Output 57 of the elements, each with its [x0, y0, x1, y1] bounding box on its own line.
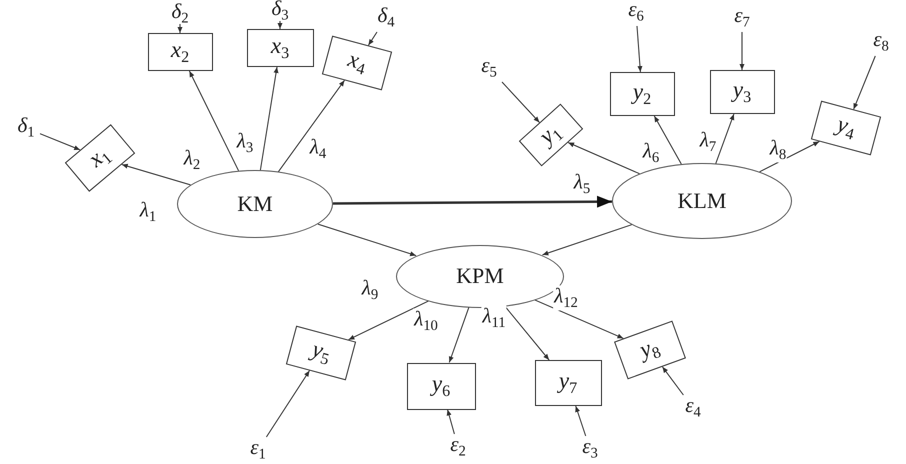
- arrow: [278, 80, 345, 172]
- error-term-label: ε$_{6}$: [628, 0, 644, 25]
- arrow: [662, 366, 684, 396]
- indicator-name: y$_{7}$: [558, 369, 578, 397]
- indicator-box: [406, 362, 476, 410]
- indicator-name: y$_{2}$: [632, 80, 652, 108]
- indicator-name: y$_{6}$: [432, 372, 450, 400]
- arrow: [40, 133, 81, 150]
- indicator-box: [246, 29, 314, 67]
- edge-label: λ$_{12}$: [553, 285, 579, 311]
- error-term-label: ε$_{5}$: [481, 55, 497, 81]
- arrow: [740, 32, 744, 70]
- arrow: [502, 82, 540, 123]
- error-term-label: δ$_{4}$: [377, 5, 395, 31]
- arrow: [715, 114, 734, 164]
- arrow: [121, 164, 191, 186]
- indicator-box: [148, 33, 212, 71]
- indicator-name: y$_{3}$: [732, 78, 752, 106]
- arrow: [654, 116, 682, 164]
- error-term-label: δ$_{1}$: [17, 115, 35, 141]
- arrow: [260, 66, 279, 171]
- error-term-label: ε$_{4}$: [685, 395, 701, 421]
- variable-name: KM: [237, 193, 273, 215]
- arrow: [188, 70, 240, 172]
- arrow: [542, 224, 632, 256]
- arrow: [534, 299, 624, 339]
- error-term-label: ε$_{1}$: [250, 437, 266, 463]
- variable-name: KPM: [456, 265, 504, 287]
- arrow: [448, 306, 470, 363]
- indicator-box: [610, 72, 674, 116]
- indicator-name: y$_{8}$: [636, 334, 664, 365]
- arrow: [368, 32, 378, 46]
- indicator-box: [710, 70, 774, 114]
- arrow: [636, 26, 642, 72]
- arrow: [853, 56, 876, 110]
- arrow: [759, 141, 820, 172]
- error-term-label: ε$_{7}$: [734, 5, 750, 31]
- arrow: [348, 300, 430, 340]
- arrow: [575, 406, 586, 436]
- error-term-label: δ$_{3}$: [271, 0, 289, 24]
- arrow: [266, 370, 310, 438]
- arrow: [504, 306, 550, 360]
- arrow: [568, 142, 640, 174]
- indicator-name: x$_{3}$: [270, 34, 290, 62]
- arrow: [333, 196, 612, 208]
- error-term-label: ε$_{2}$: [450, 434, 466, 460]
- indicator-box: [534, 360, 602, 406]
- error-term-label: δ$_{2}$: [171, 1, 189, 27]
- edge-label: λ$_{8}$: [768, 137, 788, 163]
- variable-name: KLM: [678, 190, 726, 212]
- error-term-label: ε$_{8}$: [873, 29, 889, 55]
- indicator-name: x$_{2}$: [170, 38, 190, 66]
- arrow: [446, 409, 455, 434]
- arrow: [317, 224, 417, 256]
- error-term-label: ε$_{3}$: [582, 436, 598, 462]
- arrow: [178, 24, 182, 34]
- arrow: [278, 20, 282, 30]
